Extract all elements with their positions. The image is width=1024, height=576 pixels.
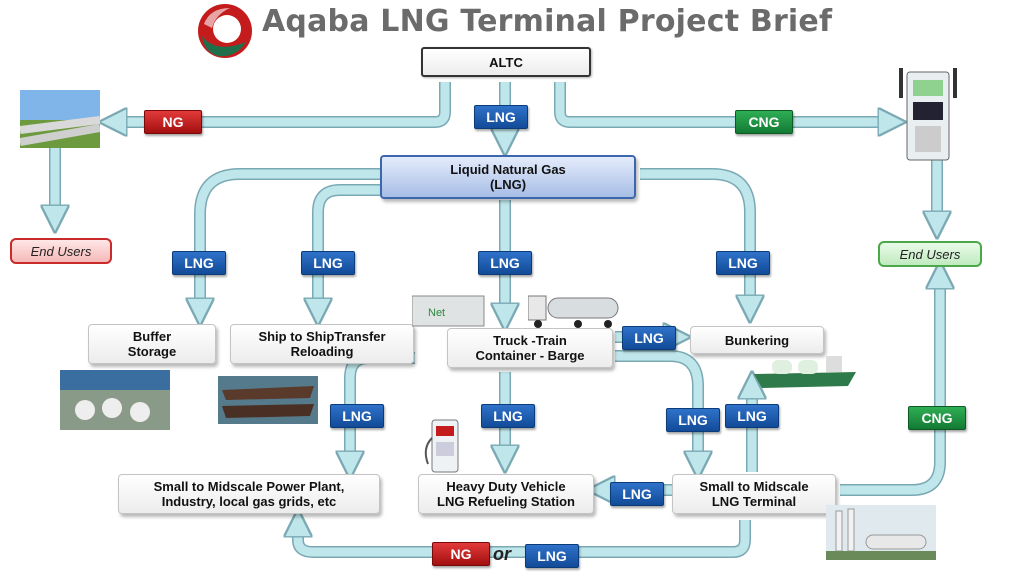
cng-tag-right: CNG (908, 406, 966, 430)
altc-label: ALTC (489, 54, 523, 70)
terminal-line2: LNG Terminal (711, 494, 797, 509)
lng-tag-power: LNG (330, 404, 384, 428)
truck-line2: Container - Barge (475, 348, 585, 363)
terminal-line1: Small to Midscale (699, 479, 809, 494)
lng-bunker-vessel-photo (754, 356, 856, 388)
buffer-line1: Buffer (132, 329, 172, 344)
hdv-line1: Heavy Duty Vehicle (446, 479, 566, 494)
lng-tag-bottom: LNG (525, 544, 579, 568)
truck-line1: Truck -Train (493, 333, 567, 348)
storage-tanks-photo (60, 370, 170, 430)
lng-center-line2: (LNG) (489, 177, 527, 192)
lng-center-line1: Liquid Natural Gas (450, 162, 566, 177)
power-plant-node: Small to Midscale Power Plant, Industry,… (118, 474, 380, 514)
ship-line2: Reloading (290, 344, 354, 359)
bunkering-node: Bunkering (690, 326, 824, 354)
ship-line1: Ship to ShipTransfer (258, 329, 386, 344)
ship-transfer-node: Ship to ShipTransfer Reloading (230, 324, 414, 364)
end-users-right: End Users (878, 241, 982, 267)
cng-tag-top: CNG (735, 110, 793, 134)
lng-tag-to-bunkering: LNG (622, 326, 676, 350)
power-line2: Industry, local gas grids, etc (161, 494, 337, 509)
ng-tag-bottom: NG (432, 542, 490, 566)
power-line1: Small to Midscale Power Plant, (153, 479, 345, 494)
lng-tag-ship: LNG (301, 251, 355, 275)
hdv-line2: LNG Refueling Station (437, 494, 575, 509)
lng-tag-truck: LNG (478, 251, 532, 275)
cng-dispenser-photo (899, 68, 957, 161)
or-label: or (493, 544, 511, 564)
truck-train-node: Truck -Train Container - Barge (447, 328, 613, 368)
small-terminal-node: Small to Midscale LNG Terminal (672, 474, 836, 514)
lng-tag-hdv: LNG (481, 404, 535, 428)
container-text: Net (428, 307, 445, 319)
lng-terminal-photo (826, 505, 936, 560)
page-title: Aqaba LNG Terminal Project Brief (262, 4, 833, 39)
lng-tag-terminal-up: LNG (725, 404, 779, 428)
lng-container-photo: Net (412, 295, 485, 327)
lng-tag-bunkering: LNG (716, 251, 770, 275)
ng-tag-top: NG (144, 110, 202, 134)
end-users-right-label: End Users (899, 246, 961, 262)
lng-center-node: Liquid Natural Gas (LNG) (380, 155, 636, 199)
buffer-storage-node: Buffer Storage (88, 324, 216, 364)
lng-tag-terminal-in: LNG (666, 408, 720, 432)
lng-truck-photo (528, 295, 619, 328)
bunkering-label: Bunkering (724, 332, 790, 348)
ships-photo (218, 376, 318, 424)
end-users-left-label: End Users (30, 243, 92, 259)
lng-dispenser-photo (424, 419, 459, 473)
buffer-line2: Storage (127, 344, 177, 359)
lng-tag-buffer: LNG (172, 251, 226, 275)
lng-tag-to-hdv: LNG (610, 482, 664, 506)
altc-node: ALTC (421, 47, 591, 77)
hdv-refueling-node: Heavy Duty Vehicle LNG Refueling Station (418, 474, 594, 514)
pipeline-photo (20, 90, 100, 148)
lng-tag-top: LNG (474, 105, 528, 129)
end-users-left: End Users (10, 238, 112, 264)
logo (198, 4, 252, 58)
